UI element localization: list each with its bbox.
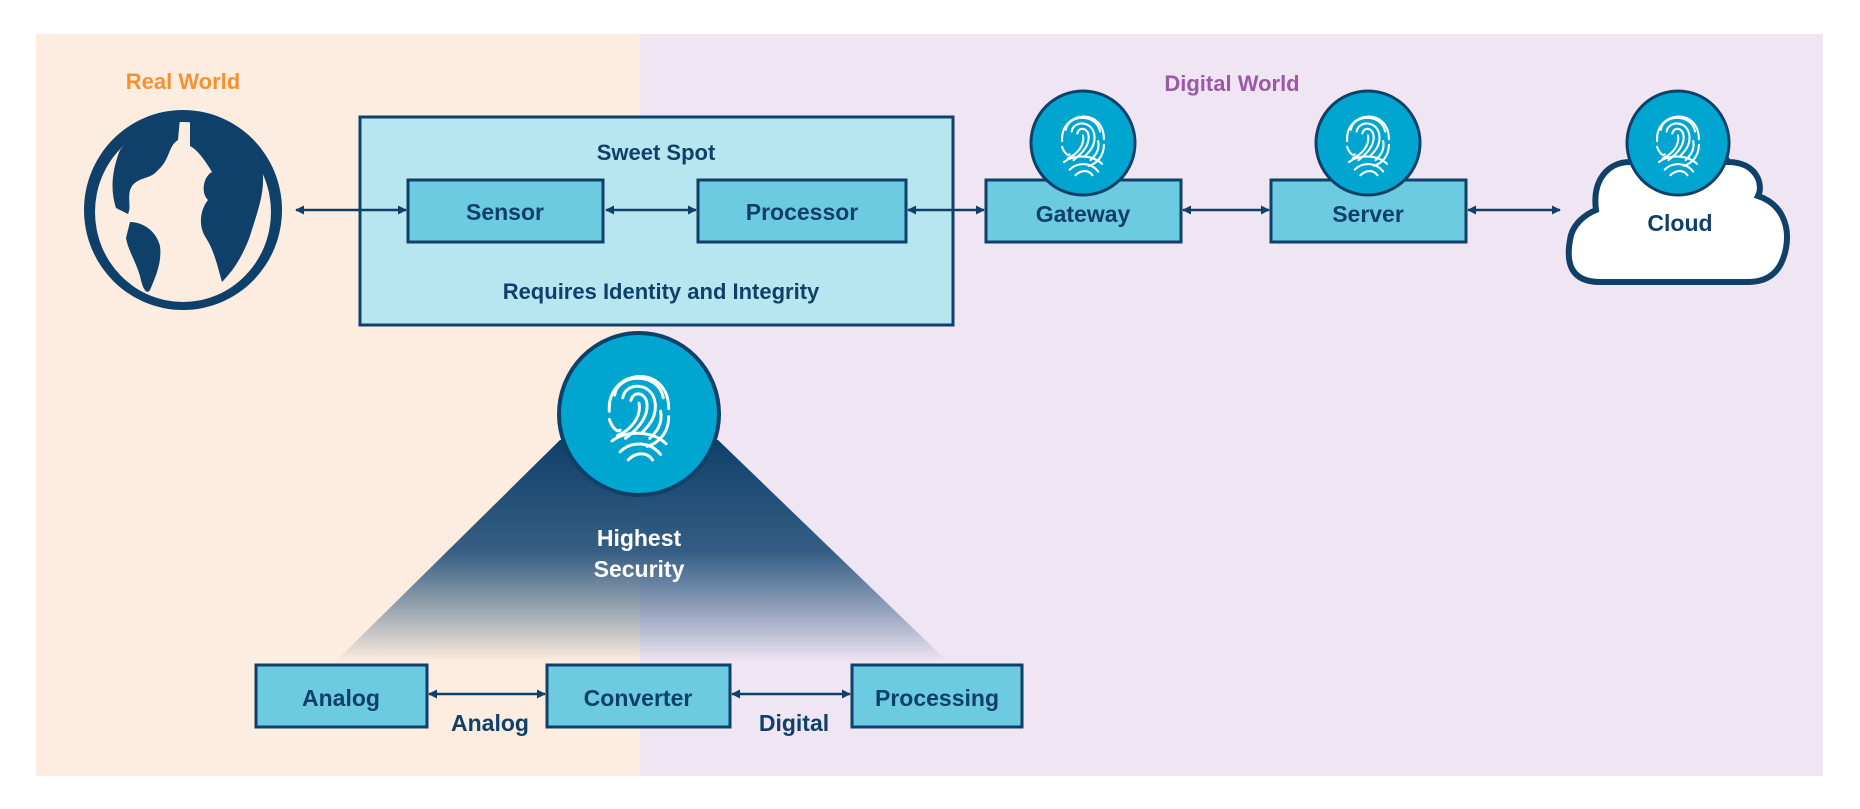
digital-world-label: Digital World <box>1164 71 1299 96</box>
cloud-label: Cloud <box>1647 210 1712 236</box>
processing-node[interactable]: Processing <box>850 663 1024 729</box>
analog-link-label: Analog <box>451 710 529 736</box>
security-label-line2: Security <box>594 556 685 582</box>
converter-label: Converter <box>584 685 693 711</box>
processor-label: Processor <box>746 199 859 225</box>
security-cone <box>335 440 948 662</box>
converter-node[interactable]: Converter <box>545 663 732 729</box>
processor-node[interactable]: Processor <box>696 178 908 244</box>
cloud-fingerprint-icon <box>1625 89 1731 197</box>
analog-node[interactable]: Analog <box>254 663 429 729</box>
digital-link-label: Digital <box>759 710 829 736</box>
server-label: Server <box>1332 201 1404 227</box>
sweet-spot-title: Sweet Spot <box>597 140 716 165</box>
gateway-fingerprint-icon <box>1029 89 1137 197</box>
sensor-node[interactable]: Sensor <box>406 178 605 244</box>
security-fingerprint-icon <box>557 331 721 497</box>
analog-node-label: Analog <box>302 685 380 711</box>
security-label-line1: Highest <box>597 525 682 551</box>
globe-icon <box>84 110 282 310</box>
processing-label: Processing <box>875 685 999 711</box>
sensor-label: Sensor <box>466 199 544 225</box>
gateway-label: Gateway <box>1036 201 1131 227</box>
real-world-label: Real World <box>126 69 241 94</box>
sweet-spot-subtitle: Requires Identity and Integrity <box>503 279 820 304</box>
server-fingerprint-icon <box>1314 89 1422 197</box>
